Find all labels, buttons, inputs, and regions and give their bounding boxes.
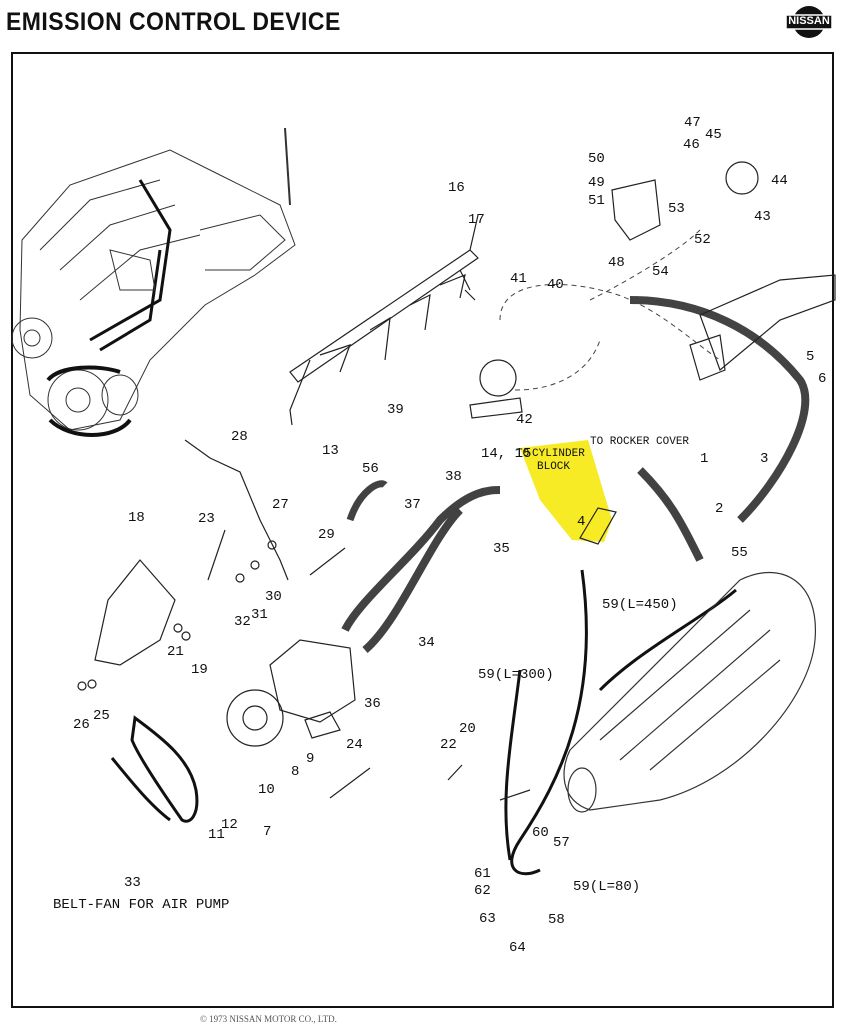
part-label: 7: [263, 824, 271, 840]
part-label: 45: [705, 127, 722, 143]
part-label: 43: [754, 209, 771, 225]
valve-assembly: [611, 161, 836, 381]
hose-label-80: 59(L=80): [573, 879, 640, 895]
part-label: 1: [700, 451, 708, 467]
hose-label-450: 59(L=450): [602, 597, 678, 613]
part-label: 30: [265, 589, 282, 605]
part-label: 50: [588, 151, 605, 167]
part-label: 6: [818, 371, 826, 387]
part-label: 24: [346, 737, 363, 753]
part-label: 44: [771, 173, 788, 189]
cylinder-block-note: CYLINDER BLOCK: [532, 448, 585, 473]
engine-illustration: [11, 127, 296, 437]
belt-fan-note: BELT-FAN FOR AIR PUMP: [53, 897, 229, 913]
part-label: 13: [322, 443, 339, 459]
part-label: 34: [418, 635, 435, 651]
part-label: 4: [577, 514, 585, 530]
part-label: 46: [683, 137, 700, 153]
part-label: 12: [221, 817, 238, 833]
part-label: 5: [806, 349, 814, 365]
part-label: 41: [510, 271, 527, 287]
part-label: 39: [387, 402, 404, 418]
highlight-region: [520, 440, 612, 542]
part-label: 18: [128, 510, 145, 526]
part-label: 25: [93, 708, 110, 724]
part-label: 47: [684, 115, 701, 131]
to-note: TO: [516, 448, 530, 460]
part-label: 55: [731, 545, 748, 561]
block-note-line: BLOCK: [537, 461, 570, 473]
part-label: 40: [547, 277, 564, 293]
part-label: 31: [251, 607, 268, 623]
part-label: 60: [532, 825, 549, 841]
part-label: 63: [479, 911, 496, 927]
cylinder-note-line: CYLINDER: [532, 448, 585, 460]
part-label: 19: [191, 662, 208, 678]
hose-lines: [341, 296, 810, 654]
part-label: 2: [715, 501, 723, 517]
part-label: 37: [404, 497, 421, 513]
air-gallery-assembly: [289, 214, 479, 426]
logo-text: NISSAN: [788, 15, 830, 27]
part-label: 58: [548, 912, 565, 928]
part-label: 53: [668, 201, 685, 217]
part-label: 8: [291, 764, 299, 780]
nissan-logo: NISSAN: [785, 4, 833, 40]
part-label: 61: [474, 866, 491, 882]
part-label: 29: [318, 527, 335, 543]
vacuum-hose: [504, 569, 737, 876]
part-label: 17: [468, 212, 485, 228]
copyright-footer: © 1973 NISSAN MOTOR CO., LTD.: [200, 1014, 337, 1024]
diagram-frame: [11, 52, 834, 1008]
part-label: 16: [448, 180, 465, 196]
part-label: 26: [73, 717, 90, 733]
part-label: 51: [588, 193, 605, 209]
part-label: 57: [553, 835, 570, 851]
air-pump-assembly: [94, 439, 356, 747]
part-label: 27: [272, 497, 289, 513]
part-label: 10: [258, 782, 275, 798]
part-label: 36: [364, 696, 381, 712]
part-label: 54: [652, 264, 669, 280]
part-label: 14, 15: [481, 446, 531, 462]
part-label: 42: [516, 412, 533, 428]
part-label: 56: [362, 461, 379, 477]
part-label: 11: [208, 827, 225, 843]
part-label: 20: [459, 721, 476, 737]
part-label: 64: [509, 940, 526, 956]
part-label: 48: [608, 255, 625, 271]
part-labels: 1 2 3 4 5 6 7 8 9 10 11 12 13 14, 15 16 …: [73, 115, 826, 956]
part-label: 21: [167, 644, 184, 660]
rocker-cover-note: TO ROCKER COVER: [590, 436, 689, 448]
part-label: 3: [760, 451, 768, 467]
hardware: [77, 507, 617, 801]
hose-label-300: 59(L=300): [478, 667, 554, 683]
check-valve: [469, 359, 523, 419]
part-label: 22: [440, 737, 457, 753]
page-title: EMISSION CONTROL DEVICE: [6, 8, 341, 36]
air-cleaner: [563, 571, 816, 813]
part-label: 23: [198, 511, 215, 527]
part-label: 38: [445, 469, 462, 485]
part-label: 49: [588, 175, 605, 191]
part-label: 9: [306, 751, 314, 767]
part-label: 33: [124, 875, 141, 891]
leader-lines: [499, 229, 721, 391]
part-label: 35: [493, 541, 510, 557]
part-label: 32: [234, 614, 251, 630]
part-label: 28: [231, 429, 248, 445]
fan-belts: [110, 715, 199, 823]
part-label: 52: [694, 232, 711, 248]
part-label: 62: [474, 883, 491, 899]
